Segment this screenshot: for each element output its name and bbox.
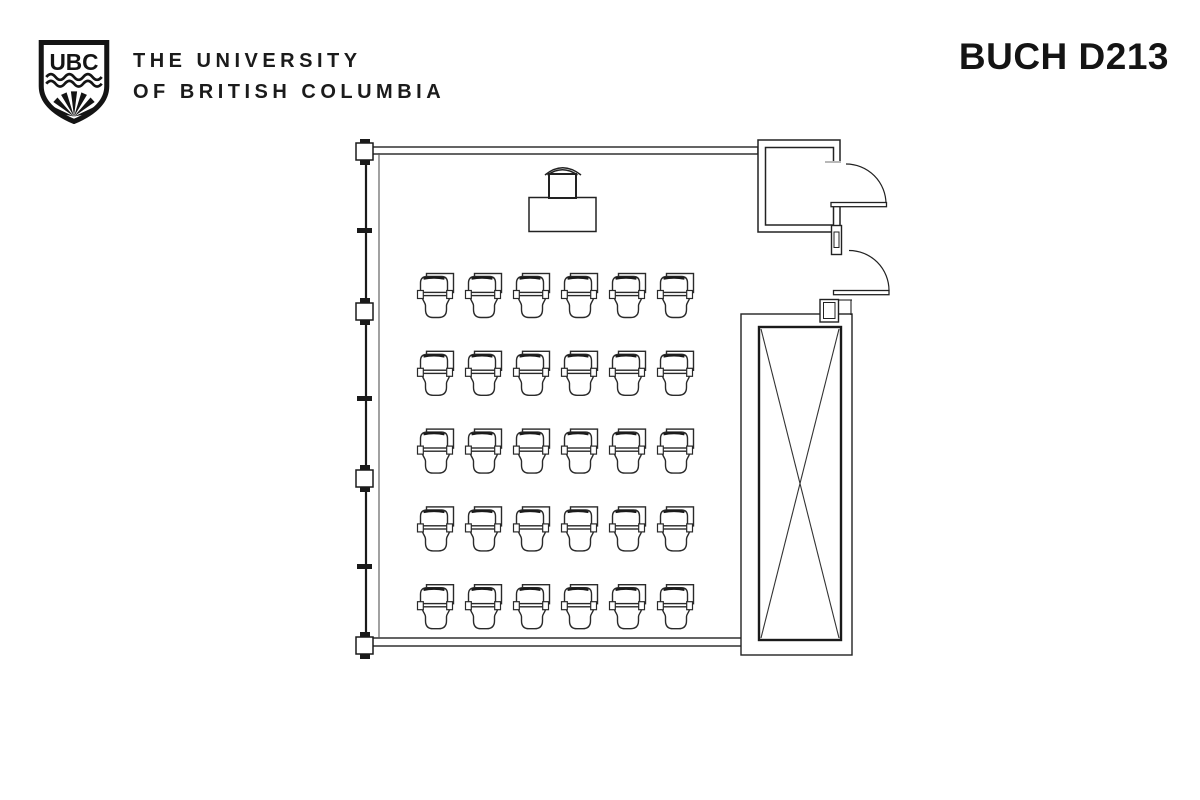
seat-r3c2	[464, 427, 503, 475]
seat-r4c5	[608, 505, 647, 553]
seat-r1c6	[656, 272, 695, 319]
instructor-podium	[528, 167, 597, 233]
seat-r1c3	[512, 272, 551, 319]
shaft-door-jamb	[819, 298, 852, 323]
cross-braced-shaft	[740, 313, 853, 656]
seat-r2c5	[608, 350, 647, 397]
seat-r4c3	[512, 505, 551, 553]
seat-r3c3	[512, 427, 551, 475]
university-wordmark: THE UNIVERSITY OF BRITISH COLUMBIA	[133, 46, 445, 108]
crest-waves-icon	[45, 72, 103, 88]
seat-r3c4	[560, 427, 599, 475]
page-title: BUCH D213	[958, 36, 1169, 77]
seat-r4c1	[416, 505, 455, 553]
door-swing-upper	[830, 163, 888, 208]
seat-r5c4	[560, 583, 599, 630]
door-swing-lower	[832, 249, 890, 296]
podium-table	[528, 196, 597, 233]
ubc-logo: UBC	[38, 40, 110, 124]
logo-text: UBC	[49, 49, 98, 75]
seat-r3c1	[416, 427, 455, 475]
seat-r3c6	[656, 427, 695, 475]
seat-r4c6	[656, 505, 695, 553]
window-mullions	[355, 139, 374, 659]
seat-r5c3	[512, 583, 551, 630]
seat-r5c6	[656, 583, 695, 630]
seating-area	[416, 272, 695, 630]
university-name-line1: THE UNIVERSITY	[133, 50, 362, 72]
seat-r1c5	[608, 272, 647, 319]
seat-r2c6	[656, 350, 695, 397]
seat-r1c2	[464, 272, 503, 319]
window-ticks	[357, 228, 372, 569]
top-wall	[370, 146, 759, 155]
seat-r4c2	[464, 505, 503, 553]
seat-r1c4	[560, 272, 599, 319]
seat-r2c1	[416, 350, 455, 397]
seat-r1c1	[416, 272, 455, 319]
seat-r3c5	[608, 427, 647, 475]
bottom-wall	[356, 637, 745, 647]
university-name-line2: OF BRITISH COLUMBIA	[133, 81, 446, 103]
seat-r2c3	[512, 350, 551, 397]
crest-sunburst-icon	[49, 91, 99, 117]
seat-r4c4	[560, 505, 599, 553]
seat-r2c2	[464, 350, 503, 397]
seat-r5c5	[608, 583, 647, 630]
entry-vestibule	[757, 139, 842, 233]
door-jamb	[830, 224, 843, 256]
seat-r5c2	[464, 583, 503, 630]
seat-r5c1	[416, 583, 455, 630]
seat-r2c4	[560, 350, 599, 397]
floor-plan	[355, 139, 890, 659]
podium-chair-back	[544, 167, 582, 176]
podium-lectern	[548, 173, 577, 199]
